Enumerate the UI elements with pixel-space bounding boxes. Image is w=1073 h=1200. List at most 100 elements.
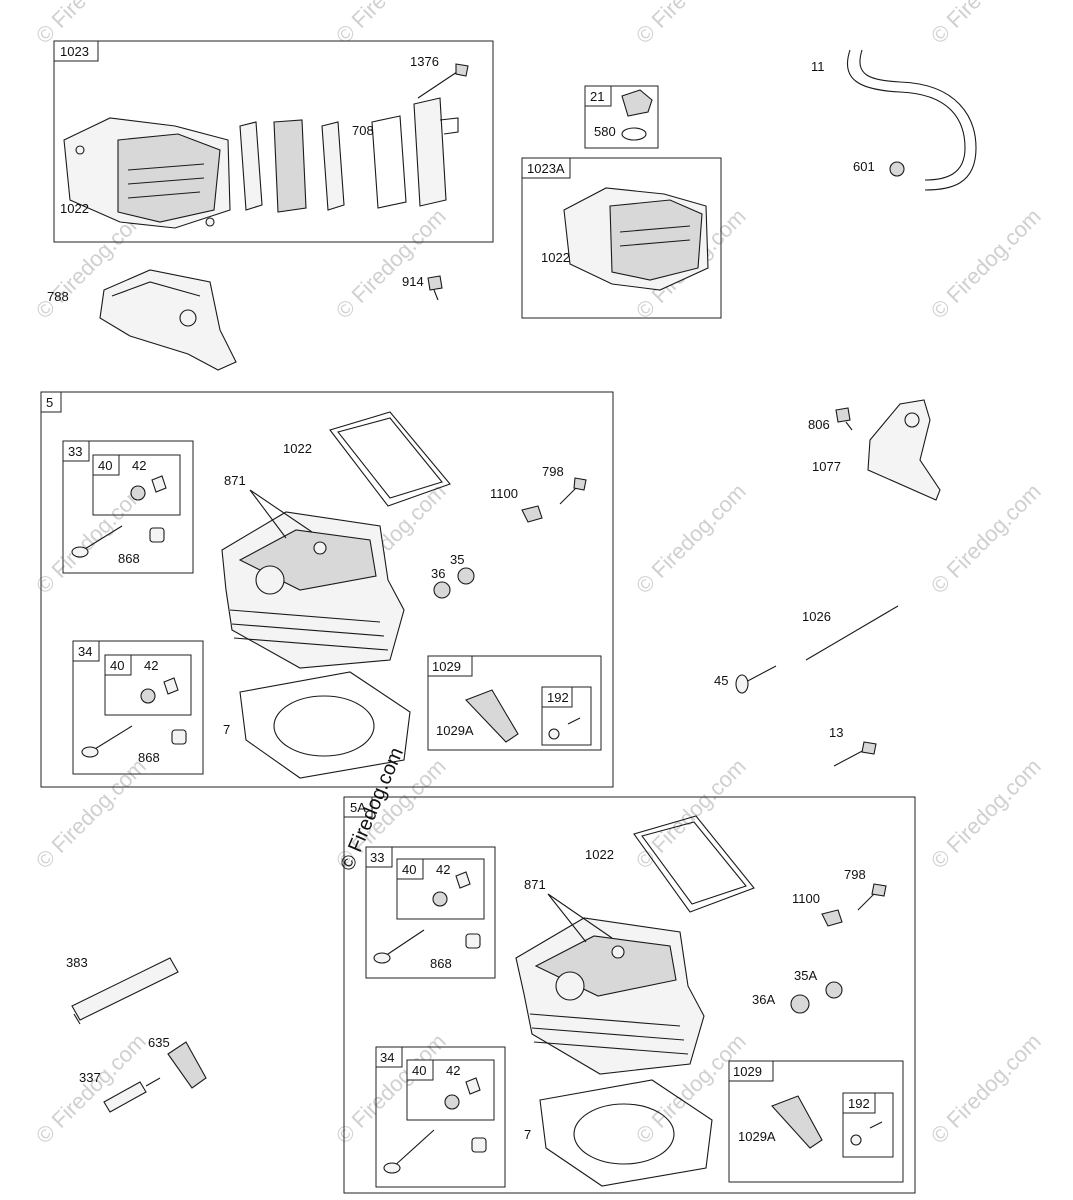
group-box-1023A: [521, 157, 722, 319]
group-box-5A: [343, 796, 916, 1194]
label-1026: 1026: [802, 609, 831, 624]
label-40: 40: [402, 862, 416, 877]
valve-keeper-part: [444, 1077, 481, 1110]
nut-192-part: [548, 717, 581, 740]
spark-plug-part: [103, 1077, 161, 1113]
rocker-arm-part: [465, 689, 519, 743]
group-box-1029: [427, 655, 602, 751]
label-42: 42: [436, 862, 450, 877]
group-tag-5A: [343, 796, 373, 818]
group-box-5: [40, 391, 614, 788]
spring-35-part: [457, 567, 475, 585]
label-36: 36: [431, 566, 445, 581]
label-1022: 1022: [60, 201, 89, 216]
label-635: 635: [148, 1035, 170, 1050]
label-708: 708: [352, 123, 374, 138]
label-798: 798: [542, 464, 564, 479]
watermark: © Firedog.com: [926, 1029, 1046, 1149]
nut-192-part: [850, 1121, 883, 1146]
valve-seal-part: [171, 729, 187, 745]
label-1077: 1077: [812, 459, 841, 474]
gasket-708-part: [371, 115, 407, 209]
label-34: 34: [78, 644, 92, 659]
valve-keeper-part: [432, 871, 471, 907]
watermark: © Firedog.com: [926, 0, 1046, 49]
screw-1376-part: [417, 63, 469, 99]
group-tag-40: [396, 858, 424, 880]
spring-36A-part: [790, 994, 810, 1014]
group-box-33: [365, 846, 496, 979]
head-cover-gasket-part: [329, 411, 451, 507]
group-tag-34: [375, 1046, 403, 1068]
group-tag-192: [842, 1092, 876, 1114]
tappet-45-part: [735, 665, 777, 694]
ignition-coil-part: [71, 957, 179, 1025]
label-5A: 5A: [350, 800, 366, 815]
label-36A: 36A: [752, 992, 775, 1007]
label-40: 40: [110, 658, 124, 673]
label-34: 34: [380, 1050, 394, 1065]
valve-part: [383, 1129, 435, 1174]
group-tag-1023: [53, 40, 99, 62]
valve-cover-alt-part: [563, 187, 709, 291]
label-33: 33: [370, 850, 384, 865]
label-21: 21: [590, 89, 604, 104]
label-1100: 1100: [490, 486, 518, 501]
valve-seal-part: [149, 527, 165, 543]
label-7: 7: [223, 722, 230, 737]
watermark: © Firedog.com: [926, 204, 1046, 324]
group-tag-1023A: [521, 157, 571, 179]
group-box-1029: [728, 1060, 904, 1183]
group-box-40: [396, 858, 485, 920]
label-42: 42: [446, 1063, 460, 1078]
valve-keeper-part: [130, 475, 167, 501]
group-tag-1029: [728, 1060, 774, 1082]
guide-1100-part: [821, 909, 843, 927]
label-868: 868: [138, 750, 160, 765]
label-868: 868: [118, 551, 140, 566]
valve-seal-part: [471, 1137, 487, 1153]
label-1029: 1029: [733, 1064, 762, 1079]
pushrod-1026-part: [805, 605, 899, 661]
label-13: 13: [829, 725, 843, 740]
label-871: 871: [524, 877, 546, 892]
label-1029A: 1029A: [738, 1129, 776, 1144]
watermark: © Firedog.com: [926, 754, 1046, 874]
label-7: 7: [524, 1127, 531, 1142]
label-42: 42: [144, 658, 158, 673]
label-1022: 1022: [283, 441, 312, 456]
stud-798-part: [857, 883, 887, 911]
valve-part: [373, 929, 425, 964]
screw-914-part: [427, 275, 443, 301]
group-box-1023: [53, 40, 494, 243]
group-box-21: [584, 85, 659, 149]
watermark: © Firedog.com: [631, 479, 751, 599]
group-tag-40: [406, 1059, 434, 1081]
watermark: © Firedog.com: [631, 0, 751, 49]
bracket-1077-part: [867, 399, 941, 501]
label-1023A: 1023A: [527, 161, 565, 176]
group-tag-5: [40, 391, 62, 413]
label-1022: 1022: [585, 847, 614, 862]
group-tag-34: [72, 640, 100, 662]
watermark: © Firedog.com: [31, 754, 151, 874]
spring-35A-part: [825, 981, 843, 999]
stud-798-part: [559, 477, 587, 505]
group-tag-1029: [427, 655, 473, 677]
screw-806-part: [835, 407, 853, 431]
head-cover-gasket-part: [633, 815, 755, 913]
valve-seal-part: [465, 933, 481, 949]
watermark: © Firedog.com: [331, 204, 451, 324]
group-box-34: [72, 640, 204, 775]
label-788: 788: [47, 289, 69, 304]
guide-1100-part: [521, 505, 543, 523]
group-tag-33: [62, 440, 90, 462]
label-192: 192: [547, 690, 569, 705]
label-383: 383: [66, 955, 88, 970]
group-box-40: [406, 1059, 495, 1121]
rocker-arm-part: [771, 1095, 823, 1149]
spark-plug-boot-part: [167, 1041, 207, 1089]
label-337: 337: [79, 1070, 101, 1085]
spring-36-part: [433, 581, 451, 599]
